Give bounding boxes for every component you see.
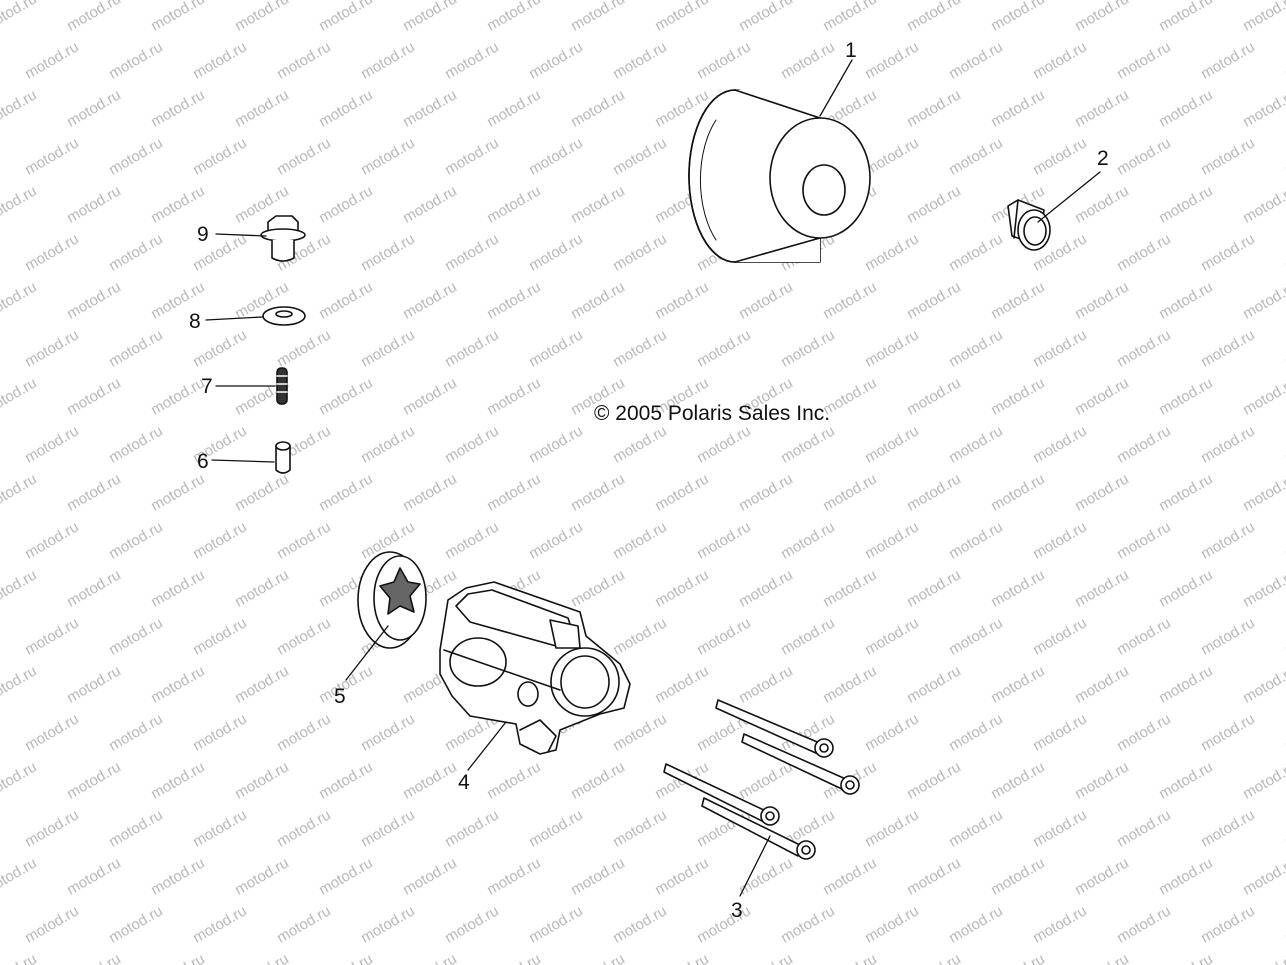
callout-5-label: 5 <box>334 685 346 708</box>
leader-lines <box>205 59 1101 897</box>
part-7-spring <box>276 367 288 405</box>
part-9-plug-bolt <box>260 215 306 262</box>
callout-4-label: 4 <box>458 771 470 794</box>
callout-7-label: 7 <box>201 375 213 398</box>
part-1-filter-cartridge <box>688 89 871 263</box>
part-5-rotor <box>357 551 427 649</box>
part-2-fitting <box>1007 199 1051 251</box>
callout-3-label: 3 <box>731 899 743 922</box>
callout-1-label: 1 <box>845 39 857 62</box>
callout-2-label: 2 <box>1097 147 1109 170</box>
callout-8-label: 8 <box>189 310 201 333</box>
callout-9-label: 9 <box>197 223 209 246</box>
part-6-pin <box>275 441 291 474</box>
part-3-bolts <box>663 699 860 860</box>
part-8-washer <box>262 306 306 326</box>
copyright-notice: © 2005 Polaris Sales Inc. <box>594 402 831 425</box>
callout-6-label: 6 <box>197 450 209 473</box>
part-4-pump-housing <box>439 581 631 755</box>
